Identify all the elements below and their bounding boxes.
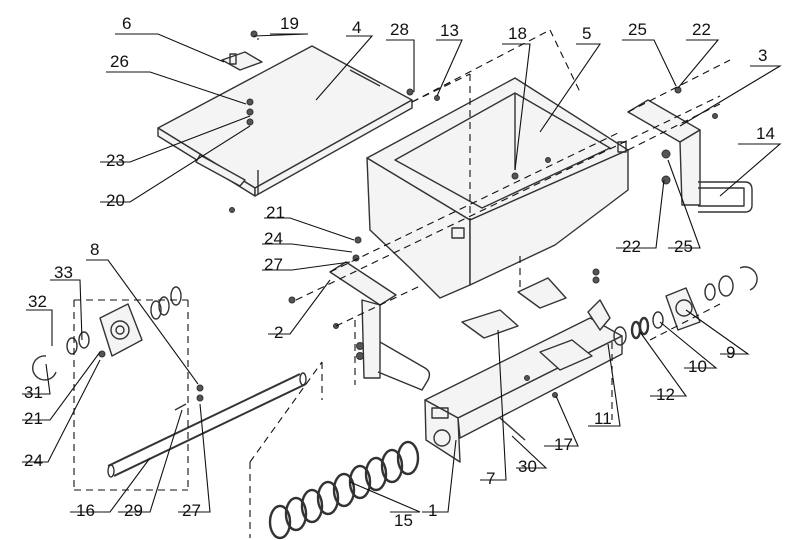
callout-1: 1 [428, 501, 437, 520]
callout-31: 31 [24, 383, 43, 402]
alignment-lines [73, 29, 731, 538]
callout-10: 10 [688, 357, 707, 376]
callout-13: 13 [440, 21, 459, 40]
callout-23: 23 [106, 151, 125, 170]
callout-labels: 6 19 4 28 13 18 5 25 22 3 26 14 23 20 22… [24, 14, 775, 530]
deflector-plates [461, 268, 611, 371]
callout-21-middle: 21 [266, 203, 285, 222]
callout-22-top: 22 [692, 20, 711, 39]
callout-26: 26 [110, 52, 129, 71]
callout-27-bottom: 27 [182, 501, 201, 520]
callout-30: 30 [518, 457, 537, 476]
callout-9: 9 [726, 343, 735, 362]
callout-11: 11 [594, 409, 612, 428]
callout-17: 17 [554, 435, 573, 454]
callout-8: 8 [90, 240, 99, 259]
lid-part [157, 45, 413, 197]
right-bracket-part [627, 86, 718, 206]
callout-15: 15 [394, 511, 413, 530]
callout-5: 5 [582, 24, 591, 43]
lid-hardware [229, 88, 440, 213]
callout-21-left: 21 [24, 409, 43, 428]
hinge-bracket-part [221, 30, 263, 71]
callout-20: 20 [106, 191, 125, 210]
callout-29: 29 [124, 501, 143, 520]
u-bolt-right-part [698, 181, 753, 213]
hopper-box-part [366, 77, 629, 299]
callout-14: 14 [756, 124, 775, 143]
base-frame-part [424, 317, 623, 463]
callout-7: 7 [486, 469, 495, 488]
callout-22-right: 22 [622, 237, 641, 256]
callout-25-right: 25 [674, 237, 693, 256]
callout-19: 19 [280, 14, 299, 33]
callout-32: 32 [28, 292, 47, 311]
callout-12: 12 [656, 385, 675, 404]
leader-lines [22, 33, 782, 513]
right-bearing-assembly [613, 266, 758, 346]
callout-4: 4 [352, 18, 361, 37]
callout-27-middle: 27 [264, 255, 283, 274]
left-bracket-part [288, 236, 431, 391]
callout-3: 3 [758, 46, 767, 65]
callout-6: 6 [122, 14, 131, 33]
callout-16: 16 [76, 501, 95, 520]
callout-2: 2 [274, 323, 283, 342]
callout-18: 18 [508, 24, 527, 43]
callout-24-left: 24 [24, 451, 43, 470]
callout-25-top: 25 [628, 20, 647, 39]
shaft-part [107, 372, 307, 478]
callout-33: 33 [54, 263, 73, 282]
callout-24-middle: 24 [264, 229, 283, 248]
callout-28: 28 [390, 20, 409, 39]
left-bearing-assembly [32, 286, 204, 411]
